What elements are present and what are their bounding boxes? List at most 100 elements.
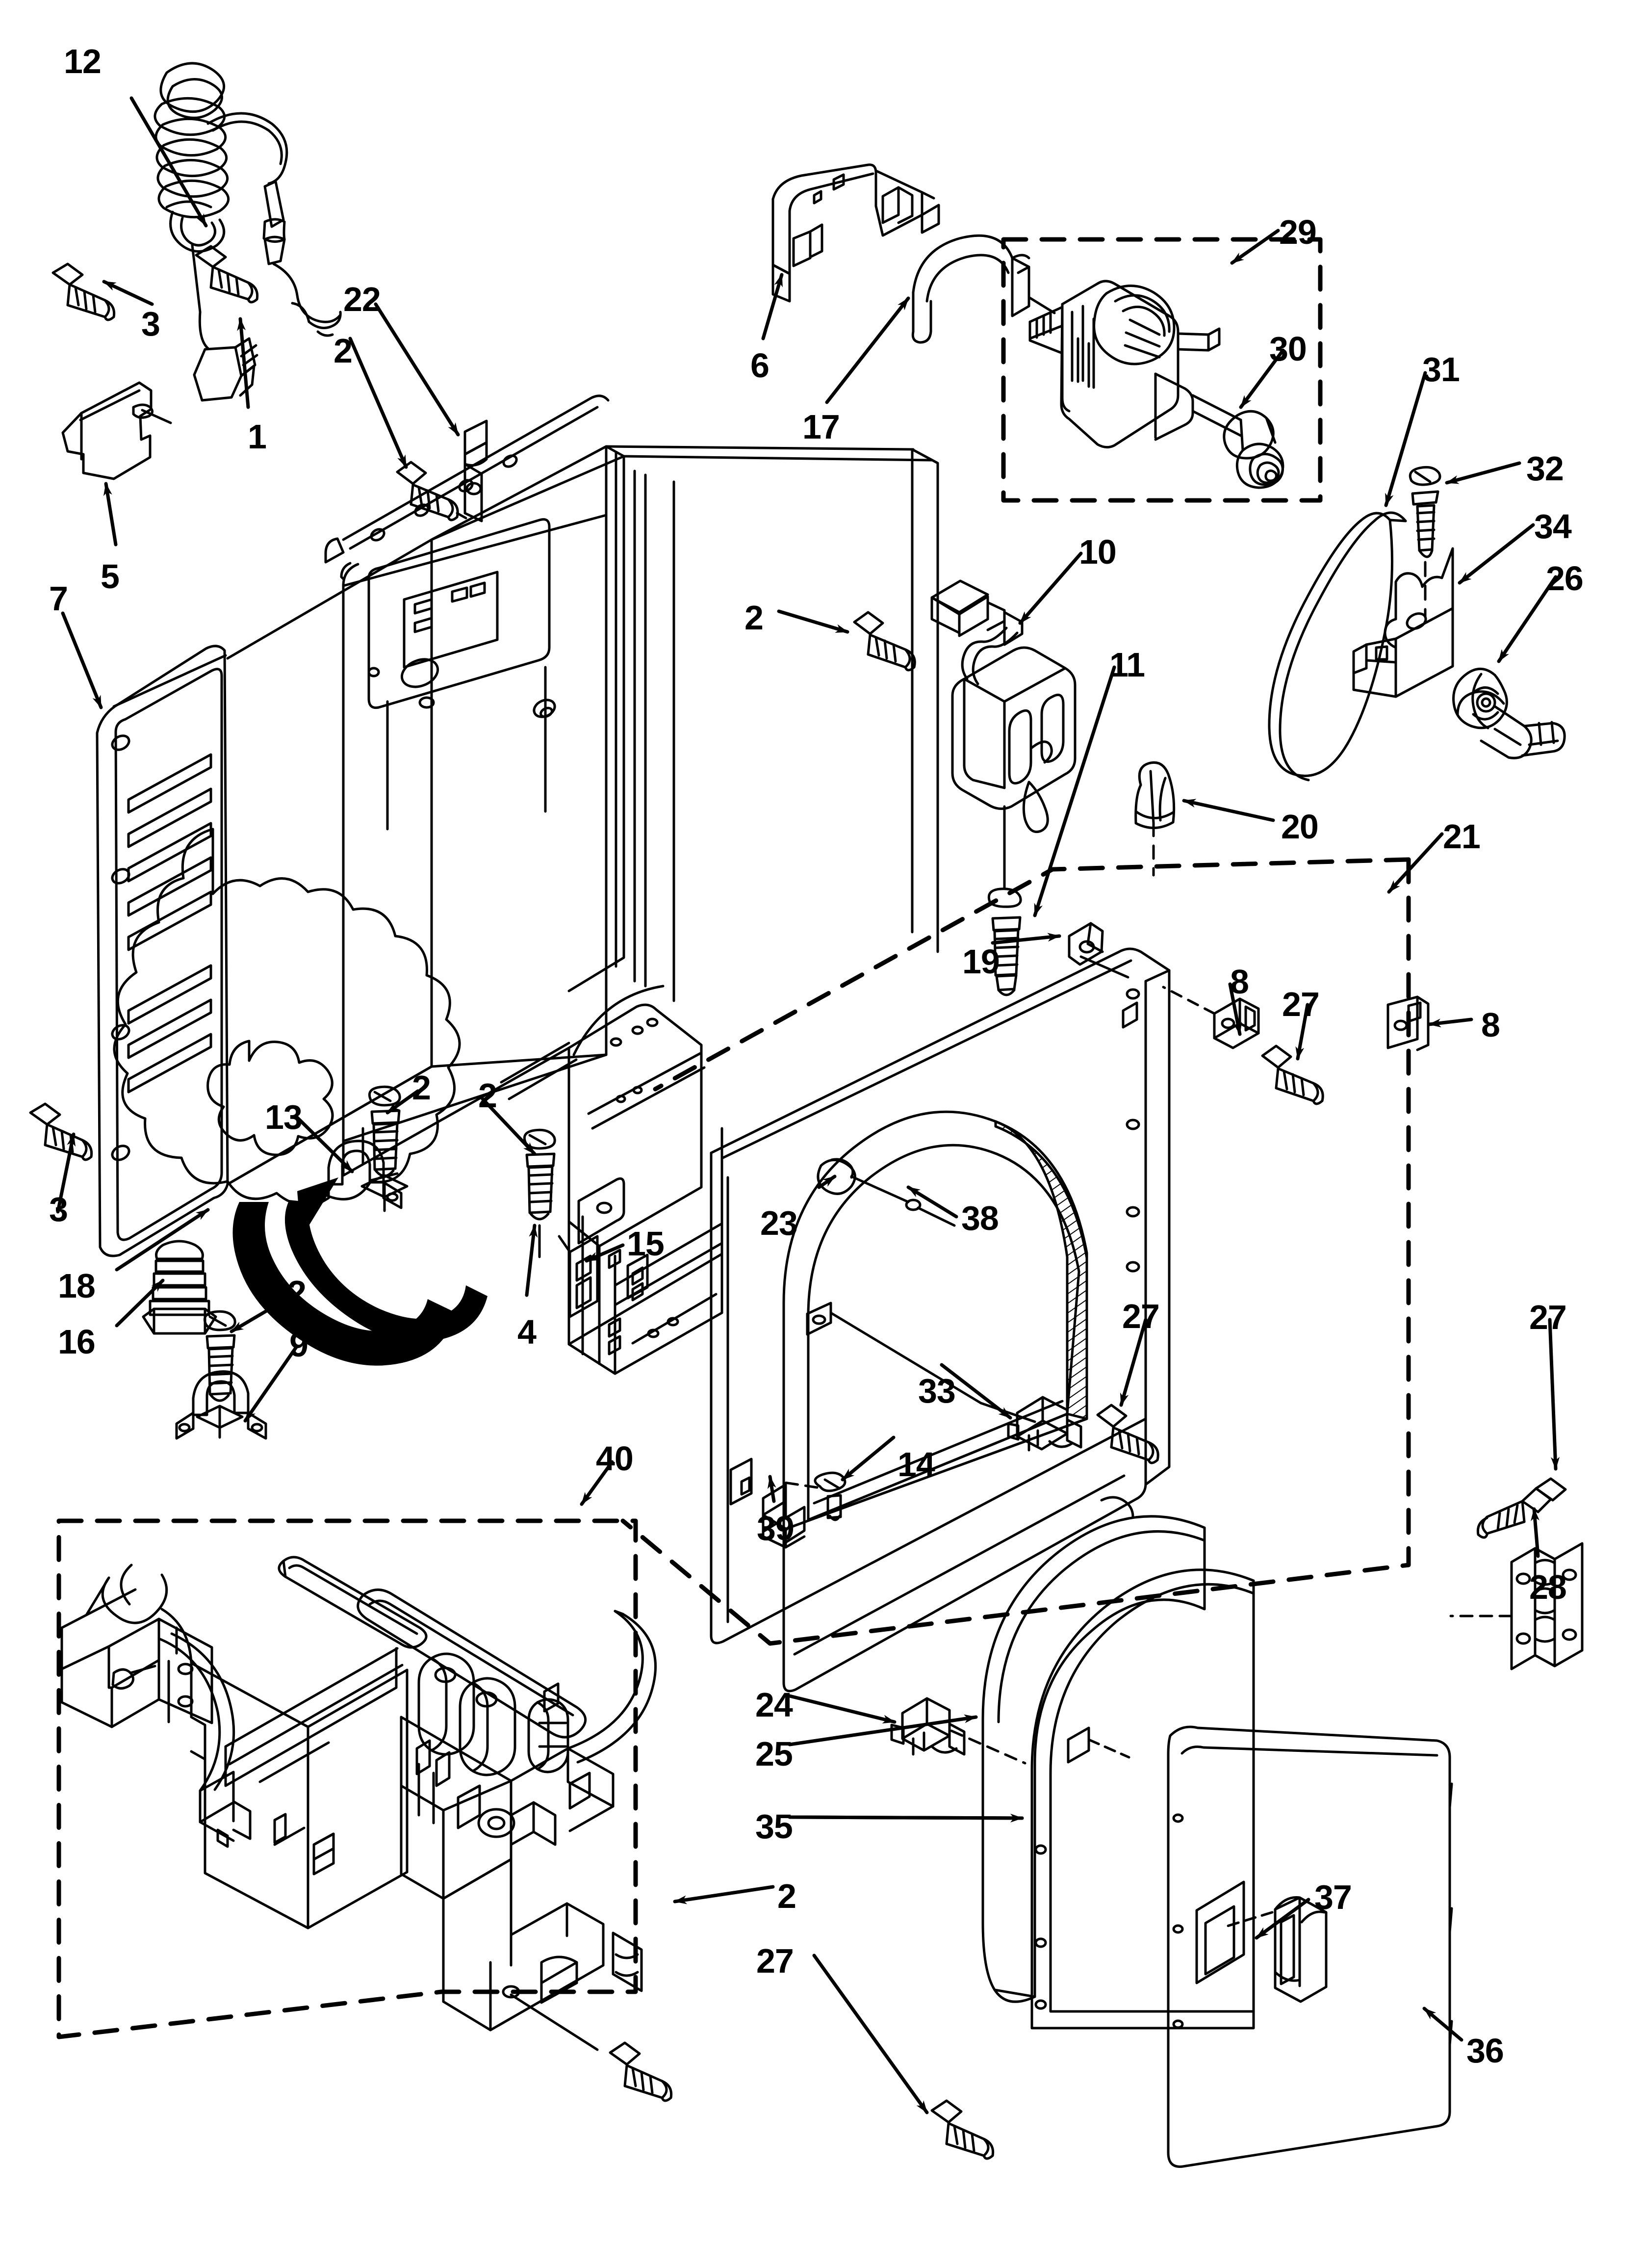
callout-40: 40 bbox=[596, 1439, 634, 1478]
part-27-screw-bottom bbox=[930, 2099, 995, 2160]
part-28-door-hinge bbox=[1449, 1542, 1584, 1670]
leader-5 bbox=[103, 482, 118, 547]
leader-8b bbox=[1427, 1017, 1473, 1028]
callout-11: 11 bbox=[1109, 646, 1145, 684]
leader-12 bbox=[129, 96, 208, 228]
leader-23 bbox=[817, 1174, 837, 1189]
part-6-harness-bracket bbox=[771, 163, 940, 303]
leader-38 bbox=[906, 1185, 958, 1219]
leader-36 bbox=[1422, 2007, 1463, 2042]
callout-27: 27 bbox=[1529, 1298, 1567, 1336]
callout-8: 8 bbox=[1481, 1006, 1500, 1044]
callout-21: 21 bbox=[1443, 817, 1481, 856]
leader-11 bbox=[1033, 665, 1116, 917]
callout-27: 27 bbox=[756, 1942, 794, 1980]
wiring-sweep-arrow bbox=[232, 1177, 487, 1366]
part-15-thermostat bbox=[558, 1235, 599, 1318]
part-35-door-frame bbox=[1030, 1568, 1255, 2030]
part-25-door-liner bbox=[981, 1515, 1206, 2003]
callout-39: 39 bbox=[757, 1509, 795, 1547]
part-40-burner-assembly bbox=[60, 1556, 657, 2051]
callout-9: 9 bbox=[289, 1326, 308, 1364]
callout-2: 2 bbox=[287, 1274, 307, 1312]
callout-14: 14 bbox=[898, 1445, 935, 1484]
leader-34 bbox=[1458, 523, 1535, 585]
callout-13: 13 bbox=[265, 1098, 303, 1136]
leader-29 bbox=[1230, 229, 1280, 265]
leader-6 bbox=[761, 273, 784, 340]
callout-6: 6 bbox=[750, 346, 770, 385]
part-20-push-pin bbox=[1134, 761, 1176, 877]
leader-28 bbox=[1531, 1507, 1540, 1558]
callout-2: 2 bbox=[478, 1076, 497, 1115]
leader-26 bbox=[1497, 575, 1558, 663]
leader-24 bbox=[786, 1694, 897, 1724]
callout-26: 26 bbox=[1546, 559, 1584, 598]
part-29-motor-assembly-boundary bbox=[1001, 237, 1323, 503]
callout-22: 22 bbox=[343, 280, 381, 318]
part-26-leveling-leg bbox=[1452, 668, 1566, 759]
part-27-screw-panel bbox=[1261, 1044, 1324, 1105]
leader-13 bbox=[294, 1115, 354, 1173]
leader-1 bbox=[237, 317, 250, 409]
front-panel bbox=[710, 947, 1171, 1693]
leader-10 bbox=[1018, 551, 1083, 625]
callout-29: 29 bbox=[1279, 213, 1317, 251]
part-34-bracket bbox=[1352, 547, 1454, 698]
leader-2d bbox=[481, 1097, 537, 1156]
leader-37 bbox=[1255, 1898, 1310, 1940]
part-21-front-panel-boundary bbox=[620, 857, 1411, 1646]
leader-16 bbox=[115, 1278, 165, 1328]
part-2-screw-mid bbox=[523, 1128, 556, 1258]
callout-36: 36 bbox=[1466, 2032, 1504, 2070]
callout-2: 2 bbox=[334, 332, 353, 370]
part-10-door-switch bbox=[930, 579, 1077, 889]
leader-33 bbox=[940, 1363, 1012, 1420]
callout-5: 5 bbox=[101, 557, 120, 596]
callout-27: 27 bbox=[1282, 985, 1320, 1023]
callout-16: 16 bbox=[58, 1323, 96, 1361]
callout-31: 31 bbox=[1422, 350, 1460, 389]
leader-22 bbox=[374, 302, 460, 437]
leader-2f bbox=[673, 1885, 775, 1904]
leader-25 bbox=[788, 1714, 978, 1747]
leader-3a bbox=[102, 280, 154, 306]
leader-21 bbox=[1387, 832, 1444, 894]
leader-2b bbox=[777, 609, 849, 634]
part-19-retainer-clip bbox=[1068, 922, 1129, 979]
leader-15 bbox=[585, 1243, 625, 1263]
leader-32 bbox=[1445, 461, 1521, 485]
leader-27d bbox=[812, 1954, 929, 2114]
leader-27c bbox=[1548, 1318, 1560, 1471]
part-11-screw bbox=[987, 887, 1022, 996]
callout-8: 8 bbox=[1230, 963, 1249, 1001]
part-3-screw-left bbox=[51, 262, 116, 321]
leader-8a bbox=[1228, 982, 1242, 1036]
callout-32: 32 bbox=[1526, 449, 1564, 488]
leader-30 bbox=[1239, 348, 1285, 409]
callout-15: 15 bbox=[627, 1225, 665, 1263]
callout-18: 18 bbox=[58, 1267, 96, 1305]
part-12-power-cord bbox=[154, 62, 288, 402]
leader-14 bbox=[841, 1435, 896, 1482]
leader-2a bbox=[348, 337, 408, 469]
leader-27b bbox=[1119, 1318, 1148, 1407]
leader-2c bbox=[385, 1089, 420, 1115]
part-22-bracket bbox=[463, 419, 488, 522]
part-16-leveling-foot bbox=[142, 1240, 217, 1335]
callout-4: 4 bbox=[517, 1313, 537, 1351]
part-9-clamp bbox=[175, 1370, 267, 1440]
callout-24: 24 bbox=[755, 1686, 793, 1724]
callout-25: 25 bbox=[755, 1735, 793, 1773]
callout-2: 2 bbox=[412, 1069, 431, 1107]
leader-9-screw bbox=[230, 1293, 295, 1333]
leader-17 bbox=[825, 296, 910, 404]
leader-4 bbox=[525, 1224, 538, 1297]
part-1-terminal-block bbox=[262, 180, 342, 337]
callout-38: 38 bbox=[961, 1199, 999, 1237]
leader-27a bbox=[1295, 1003, 1309, 1061]
part-32-screw bbox=[1409, 466, 1441, 618]
leader-18 bbox=[115, 1208, 210, 1272]
